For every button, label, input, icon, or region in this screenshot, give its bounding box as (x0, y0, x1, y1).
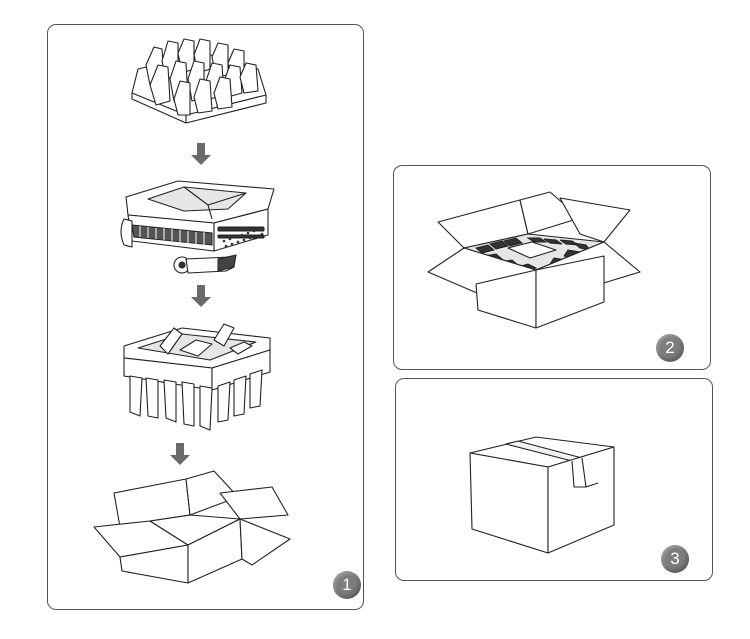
step-number-badge: 1 (333, 571, 361, 599)
down-arrow-icon (170, 443, 190, 465)
packed-open-box-icon (427, 191, 641, 329)
open-box-icon (93, 470, 291, 584)
floodlight-fixture-icon (120, 180, 275, 274)
step-2-panel: 2 (393, 165, 711, 370)
top-foam-tray-icon (131, 38, 267, 124)
bottom-foam-tray-icon (123, 323, 271, 431)
sealed-box-icon (469, 436, 615, 554)
down-arrow-icon (191, 143, 211, 165)
step-number-badge: 3 (661, 545, 689, 573)
down-arrow-icon (191, 285, 211, 307)
step-number-badge: 2 (656, 334, 684, 362)
step-3-panel: 3 (395, 378, 713, 581)
step-1-panel: 1 (47, 24, 364, 610)
